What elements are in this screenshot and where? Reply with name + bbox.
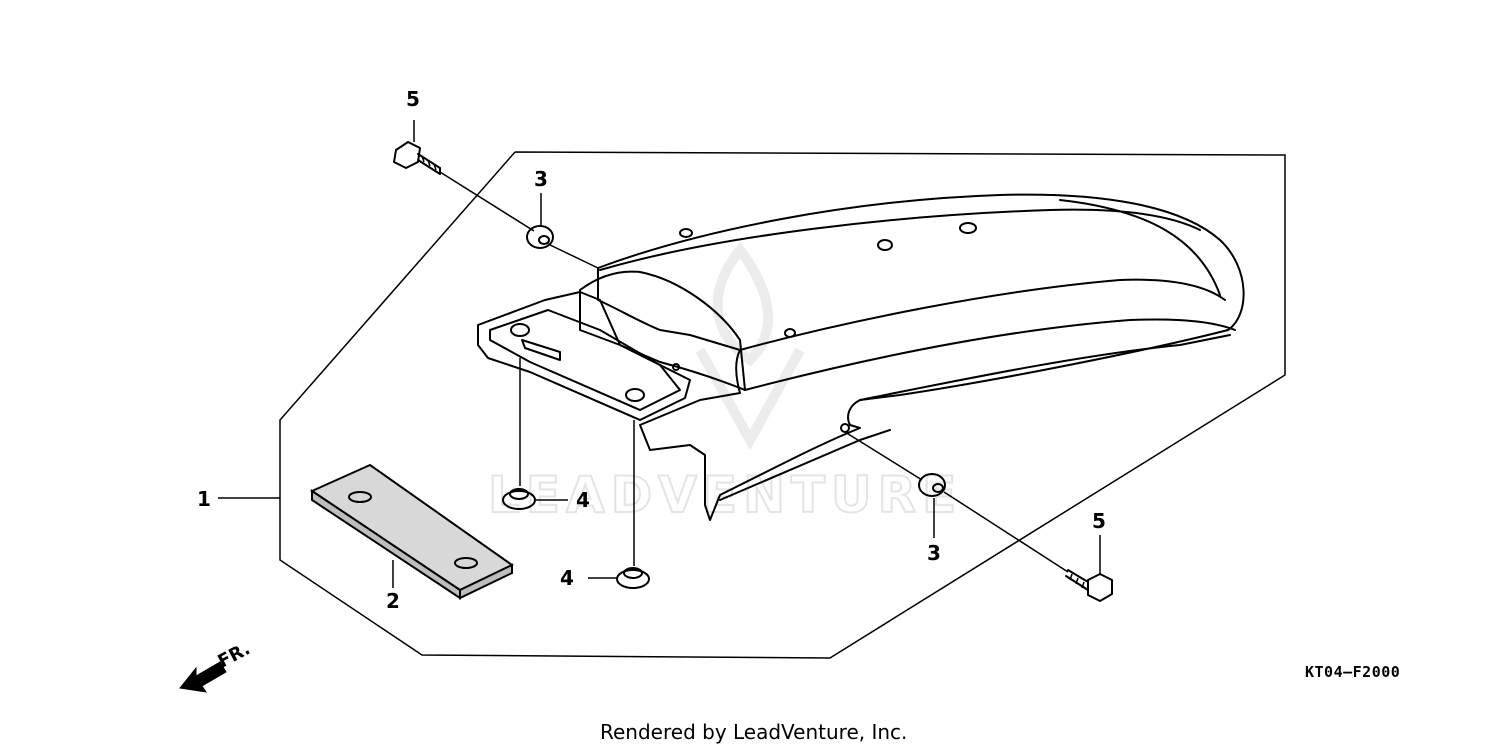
- flange-bolt: [393, 141, 441, 175]
- fender-hole: [672, 363, 680, 371]
- fender-hole: [959, 222, 977, 234]
- rear-fender: [477, 193, 1245, 521]
- grommet: [616, 567, 650, 589]
- sponge-pad: [309, 463, 514, 600]
- flange-bolt: [1065, 569, 1113, 602]
- diagram-code: KT04–F2000: [1305, 663, 1400, 681]
- footer-credit: Rendered by LeadVenture, Inc.: [600, 720, 907, 744]
- collar: [918, 473, 946, 497]
- front-direction: FR.: [179, 638, 254, 693]
- callout-4: 4: [560, 566, 574, 590]
- mount-hole: [510, 323, 530, 337]
- pad-slot: [454, 557, 478, 569]
- watermark-logo-icon: [695, 241, 805, 451]
- mount-hole: [625, 388, 645, 402]
- callout-3: 3: [927, 541, 941, 565]
- collar: [526, 225, 554, 249]
- fender-hole: [784, 328, 796, 338]
- front-arrow-icon: [179, 661, 227, 693]
- callout-2: 2: [386, 589, 400, 613]
- grommet: [502, 488, 536, 510]
- watermark-text: LEADVENTURE: [488, 466, 962, 524]
- callout-5: 5: [406, 87, 420, 111]
- callout-1: 1: [197, 487, 211, 511]
- callout-5: 5: [1092, 509, 1106, 533]
- callout-4: 4: [576, 488, 590, 512]
- watermark: LEADVENTURE: [487, 241, 962, 525]
- fender-hole: [679, 228, 693, 238]
- callout-3: 3: [534, 167, 548, 191]
- fender-hole: [840, 423, 850, 433]
- pad-slot: [348, 491, 372, 503]
- assembly-boundary: [279, 151, 1286, 659]
- fender-hole: [877, 239, 893, 251]
- leader-lines: [218, 120, 1101, 588]
